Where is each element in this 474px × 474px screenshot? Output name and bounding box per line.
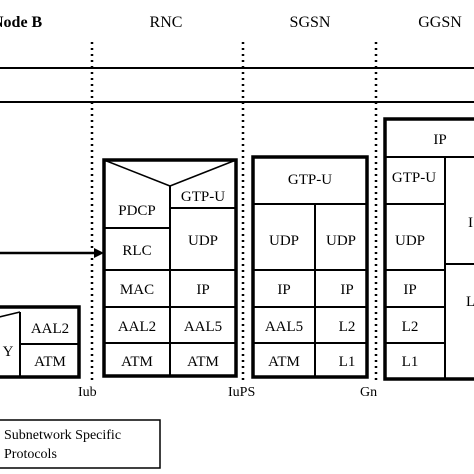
ggsn-layer-gtpu: GTP-U	[392, 170, 436, 186]
ggsn-layer-partial-i: I	[468, 215, 473, 231]
legend-line-1: Subnetwork Specific	[4, 428, 121, 443]
sgsn-layer-aal5: AAL5	[265, 319, 303, 335]
rnc-layer-atm-left: ATM	[121, 354, 153, 370]
ggsn-layer-udp: UDP	[395, 233, 425, 249]
rnc-layer-udp: UDP	[188, 233, 218, 249]
sgsn-layer-udp-right: UDP	[326, 233, 356, 249]
ggsn-layer-ip-top: IP	[433, 132, 446, 148]
sgsn-layer-ip-left: IP	[277, 282, 290, 298]
node-b-layer-atm: ATM	[34, 354, 66, 370]
rnc-layer-aal5: AAL5	[184, 319, 222, 335]
sgsn-layer-udp-left: UDP	[269, 233, 299, 249]
rnc-layer-aal2: AAL2	[118, 319, 156, 335]
ggsn-layer-l1: L1	[402, 354, 419, 370]
ggsn-layer-l2: L2	[402, 319, 419, 335]
sgsn-layer-l2: L2	[339, 319, 356, 335]
sgsn-layer-ip-right: IP	[340, 282, 353, 298]
gn-label: Gn	[360, 385, 377, 400]
ggsn-layer-ip: IP	[403, 282, 416, 298]
arrowhead	[94, 248, 104, 258]
node-b-stack: Y AAL2 ATM	[0, 305, 81, 379]
sgsn-stack: GTP-U UDP IP AAL5 ATM UDP IP L2 L1	[251, 155, 369, 379]
rnc-layer-pdcp: PDCP	[118, 203, 156, 219]
rnc-stack: PDCP RLC MAC AAL2 ATM GTP-U UDP IP AAL5 …	[102, 158, 238, 378]
sgsn-layer-gtpu: GTP-U	[288, 172, 332, 188]
ggsn-layer-partial-l: L	[466, 294, 474, 310]
rnc-layer-ip: IP	[196, 282, 209, 298]
rnc-layer-gtpu: GTP-U	[181, 189, 225, 205]
sgsn-layer-atm: ATM	[268, 354, 300, 370]
sgsn-label: SGSN	[290, 14, 331, 31]
iub-label: Iub	[78, 385, 97, 400]
node-b-label: Node B	[0, 14, 43, 31]
rnc-layer-atm-right: ATM	[187, 354, 219, 370]
ggsn-label: GGSN	[418, 14, 462, 31]
ggsn-stack: IP GTP-U UDP IP L2 L1 I L	[383, 117, 474, 381]
legend-line-2: Protocols	[4, 447, 57, 462]
node-b-layer-aal2: AAL2	[31, 321, 69, 337]
iups-label: IuPS	[228, 385, 255, 400]
node-b-layer-y: Y	[3, 344, 14, 360]
rnc-layer-rlc: RLC	[122, 243, 151, 259]
rnc-layer-mac: MAC	[120, 282, 154, 298]
rnc-label: RNC	[150, 14, 183, 31]
sgsn-layer-l1: L1	[339, 354, 356, 370]
legend: Subnetwork Specific Protocols	[0, 419, 161, 469]
